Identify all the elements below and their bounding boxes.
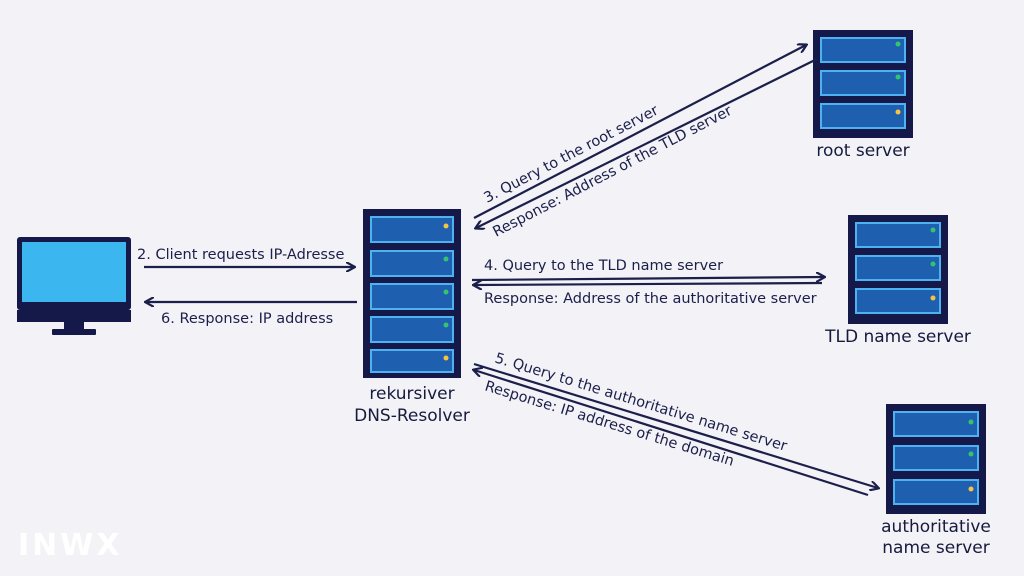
resolver-server-icon xyxy=(363,209,461,378)
arrow-tld-to-resolver xyxy=(474,283,823,285)
step-4-label: 4. Query to the TLD name server xyxy=(484,258,723,274)
inwx-logo: INWX xyxy=(18,528,123,563)
step-6-label: 6. Response: IP address xyxy=(161,311,333,327)
root-server-icon xyxy=(813,30,913,138)
tld-server-label: TLD name server xyxy=(824,327,971,347)
arrow-resolver-to-auth xyxy=(473,362,878,488)
arrow-resolver-to-tld xyxy=(471,277,824,280)
auth-server-label-line1: authoritative xyxy=(881,517,991,537)
arrow-auth-to-resolver xyxy=(474,370,869,497)
resolver-label-line1: rekursiver xyxy=(369,384,454,404)
tld-server-icon xyxy=(848,215,948,324)
auth-server-label-line2: name server xyxy=(882,538,989,558)
resolver-label-line2: DNS-Resolver xyxy=(354,406,470,426)
client-computer-icon xyxy=(17,237,131,335)
arrow-resolver-to-root xyxy=(473,45,806,219)
root-server-label: root server xyxy=(816,141,909,161)
arrows xyxy=(144,45,878,497)
authoritative-server-icon xyxy=(886,404,986,514)
step-4-response-label: Response: Address of the authoritative s… xyxy=(484,291,817,307)
arrow-root-to-resolver xyxy=(476,58,818,228)
step-2-label: 2. Client requests IP-Adresse xyxy=(137,247,344,263)
